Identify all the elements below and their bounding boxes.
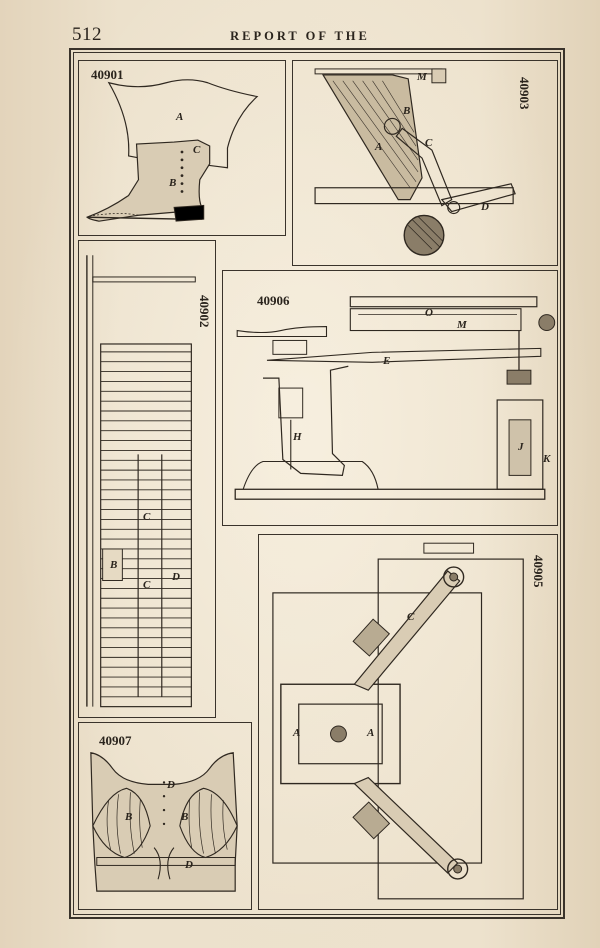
boot-drawing bbox=[86, 79, 259, 222]
label-a: A bbox=[367, 727, 375, 739]
figure-40906: 40906 O M E H J K bbox=[222, 270, 558, 526]
label-e: E bbox=[383, 355, 391, 367]
corset-drawing bbox=[90, 752, 238, 892]
page-number: 512 bbox=[72, 24, 102, 45]
figure-40903: 40903 A B C D M bbox=[292, 60, 558, 266]
label-k: K bbox=[543, 453, 551, 465]
label-c: C bbox=[407, 611, 415, 623]
plate-frame-outer bbox=[69, 48, 565, 919]
label-a: A bbox=[293, 727, 301, 739]
label-b: B bbox=[403, 105, 411, 117]
label-b: B bbox=[181, 811, 189, 823]
figure-number: 40907 bbox=[99, 733, 132, 748]
scale-drawing bbox=[234, 296, 556, 500]
label-c: C bbox=[425, 137, 433, 149]
lever-drawing bbox=[314, 68, 516, 256]
label-b: B bbox=[110, 559, 118, 571]
label-c: C bbox=[143, 511, 151, 523]
frame-rungs bbox=[100, 351, 192, 698]
figure-number: 40901 bbox=[91, 67, 124, 82]
label-j: J bbox=[518, 441, 524, 453]
label-c: C bbox=[143, 579, 151, 591]
label-m: M bbox=[417, 71, 427, 83]
label-d: D bbox=[167, 779, 175, 791]
label-d: D bbox=[185, 859, 193, 871]
plate-frame-inner bbox=[73, 52, 561, 915]
figure-40901: 40901 A B C bbox=[78, 60, 286, 236]
label-a: A bbox=[375, 141, 383, 153]
label-b: B bbox=[125, 811, 133, 823]
label-d: D bbox=[172, 571, 180, 583]
clamp-drawing bbox=[272, 542, 524, 900]
label-h: H bbox=[293, 431, 302, 443]
label-d: D bbox=[481, 201, 489, 213]
running-title: REPORT OF THE bbox=[230, 29, 370, 43]
figure-40905: 40905 C A A bbox=[258, 534, 558, 910]
label-b: B bbox=[169, 177, 177, 189]
figure-40902: 40902 C D B C bbox=[78, 240, 216, 718]
label-o: O bbox=[425, 307, 433, 319]
figure-40907: 40907 B B D D bbox=[78, 722, 252, 910]
frame-drawing bbox=[86, 255, 196, 708]
label-a: A bbox=[176, 111, 184, 123]
figure-number: 40906 bbox=[257, 293, 290, 308]
label-m: M bbox=[457, 319, 467, 331]
label-c: C bbox=[193, 144, 201, 156]
